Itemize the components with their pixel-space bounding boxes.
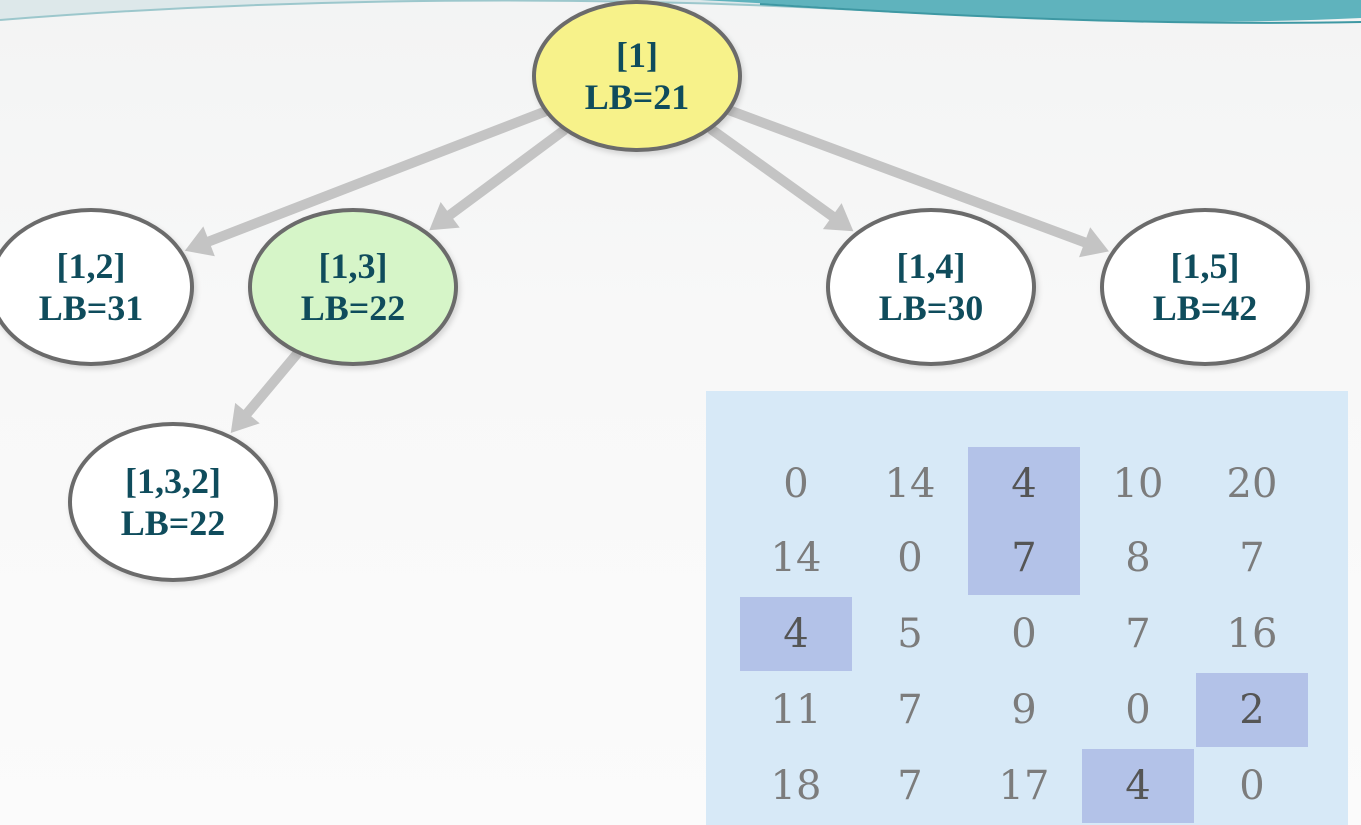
node-path: [1,3,2] bbox=[125, 461, 221, 501]
node-lower-bound: LB=30 bbox=[878, 288, 984, 328]
matrix-cell: 7 bbox=[897, 763, 923, 809]
matrix-cell: 16 bbox=[1226, 611, 1278, 657]
arrowhead bbox=[429, 201, 460, 231]
node-1-4: [1,4] LB=30 bbox=[826, 208, 1036, 366]
node-lower-bound: LB=42 bbox=[1152, 288, 1258, 328]
matrix-cell: 2 bbox=[1196, 673, 1308, 747]
arrowhead bbox=[184, 226, 215, 257]
node-path: [1,5] bbox=[1170, 246, 1240, 286]
node-path: [1,3] bbox=[318, 246, 388, 286]
matrix-cell: 18 bbox=[770, 763, 822, 809]
edge-line bbox=[242, 348, 303, 419]
edge-line bbox=[706, 124, 838, 222]
edge-line bbox=[725, 105, 1090, 248]
matrix-cell: 9 bbox=[1011, 687, 1037, 733]
header-decoration bbox=[0, 0, 1361, 24]
matrix-cell: 7 bbox=[1239, 535, 1265, 581]
matrix-cell: 0 bbox=[1011, 611, 1037, 657]
matrix-cell: 0 bbox=[783, 461, 809, 507]
arrowhead bbox=[1079, 227, 1109, 258]
matrix-cell: 10 bbox=[1112, 461, 1164, 507]
node-1-2: [1,2] LB=31 bbox=[0, 208, 194, 366]
node-1: [1] LB=21 bbox=[532, 0, 742, 152]
matrix-cell: 0 bbox=[1125, 687, 1151, 733]
node-lower-bound: LB=31 bbox=[38, 288, 144, 328]
node-lower-bound: LB=22 bbox=[300, 288, 406, 328]
node-1-3-2: [1,3,2] LB=22 bbox=[68, 422, 278, 582]
matrix-cell: 14 bbox=[884, 461, 936, 507]
node-path: [1,2] bbox=[56, 246, 126, 286]
matrix-cell: 14 bbox=[770, 535, 822, 581]
node-lower-bound: LB=21 bbox=[584, 77, 690, 117]
node-1-5: [1,5] LB=42 bbox=[1100, 208, 1310, 366]
matrix-cell: 4 bbox=[968, 447, 1080, 521]
matrix-cell: 20 bbox=[1226, 461, 1278, 507]
edge-line bbox=[445, 125, 569, 220]
matrix-cell: 4 bbox=[1082, 749, 1194, 823]
node-1-3: [1,3] LB=22 bbox=[248, 208, 458, 366]
matrix-cell: 7 bbox=[1125, 611, 1151, 657]
matrix-cell: 5 bbox=[897, 611, 923, 657]
matrix-cell: 0 bbox=[897, 535, 923, 581]
matrix-cell: 4 bbox=[740, 597, 852, 671]
node-path: [1] bbox=[616, 35, 658, 75]
matrix-cell: 8 bbox=[1125, 535, 1151, 581]
arrowhead bbox=[822, 203, 854, 232]
node-path: [1,4] bbox=[896, 246, 966, 286]
matrix-cell: 7 bbox=[897, 687, 923, 733]
matrix-cell: 17 bbox=[998, 763, 1050, 809]
matrix-cell: 0 bbox=[1239, 763, 1265, 809]
node-lower-bound: LB=22 bbox=[120, 503, 226, 543]
matrix-cell: 11 bbox=[770, 687, 822, 733]
arrowhead bbox=[230, 402, 260, 434]
matrix-cell: 7 bbox=[968, 521, 1080, 595]
edge-line bbox=[204, 106, 550, 247]
